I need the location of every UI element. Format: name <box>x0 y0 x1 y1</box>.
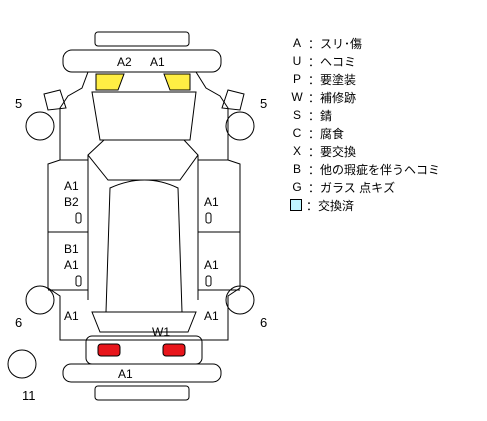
right-rear-door-handle <box>205 275 212 287</box>
legend-row-g: G ：ガラス 点キズ <box>290 178 486 196</box>
left-front-door-handle <box>75 212 82 224</box>
damage-code-legend: A：スリ･傷 U：ヘコミ P：要塗装 W：補修跡 S：錆 C：腐食 X：要交換 … <box>290 34 486 214</box>
legend-row-a: A ：スリ･傷 <box>290 34 486 52</box>
right-headlight <box>163 73 191 91</box>
left-rear-door-handle <box>75 275 82 287</box>
legend-text: 要塗装 <box>320 72 357 87</box>
legend-separator: ： <box>308 162 321 177</box>
car-body-diagram: 5 5 6 6 11 A2 A1 A1 B2 B1 A1 A1 A1 A1 A1… <box>7 31 267 403</box>
front-bumper <box>62 49 222 73</box>
legend-separator: ： <box>308 54 321 69</box>
legend-separator: ： <box>308 126 321 141</box>
legend-row-b: B ：他の瑕疵を伴うヘコミ <box>290 160 486 178</box>
legend-text: 補修跡 <box>320 90 357 105</box>
label-right-quarter: A1 <box>204 309 219 323</box>
legend-row-s: S ：錆 <box>290 106 486 124</box>
side-number-spare: 11 <box>22 388 36 403</box>
legend-row-w: W ：補修跡 <box>290 88 486 106</box>
label-left-rear-door-1: B1 <box>64 242 79 256</box>
legend-text: 腐食 <box>320 126 345 141</box>
left-rear-wheel <box>25 285 55 315</box>
legend-code: W <box>291 90 303 104</box>
legend-text: 交換済 <box>318 198 355 213</box>
legend-separator: ： <box>308 108 321 123</box>
legend-code: U <box>292 54 302 68</box>
legend-code: P <box>292 72 301 86</box>
spare-tire <box>7 349 37 379</box>
right-taillight <box>162 343 186 357</box>
legend-row-u: U ：ヘコミ <box>290 52 486 70</box>
legend-code: X <box>292 144 301 158</box>
label-front-top-left: A2 <box>117 55 132 69</box>
label-left-quarter: A1 <box>64 309 79 323</box>
label-right-front-door: A1 <box>204 195 219 209</box>
legend-row-c: C ：腐食 <box>290 124 486 142</box>
right-front-wheel <box>225 111 255 141</box>
rear-bumper <box>62 363 222 383</box>
side-number-right-rear: 6 <box>260 315 267 330</box>
legend-code: C <box>292 126 302 140</box>
legend-code: B <box>292 162 301 176</box>
legend-text: ヘコミ <box>320 54 357 69</box>
legend-text: 錆 <box>320 108 333 123</box>
left-taillight <box>97 343 121 357</box>
front-bumper-top <box>94 31 190 47</box>
right-rear-wheel <box>225 285 255 315</box>
legend-separator: ： <box>308 36 321 51</box>
roof <box>105 179 183 313</box>
car-body-outline <box>47 71 241 341</box>
side-number-right-front: 5 <box>260 96 267 111</box>
legend-text: 他の瑕疵を伴うヘコミ <box>320 162 441 177</box>
legend-separator: ： <box>308 180 321 195</box>
legend-text: ガラス 点キズ <box>320 180 396 195</box>
left-mirror <box>43 89 67 111</box>
label-left-front-door-2: B2 <box>64 195 79 209</box>
label-right-rear-door: A1 <box>204 258 219 272</box>
label-left-rear-door-2: A1 <box>64 258 79 272</box>
side-number-left-rear: 6 <box>15 315 22 330</box>
legend-separator: ： <box>308 72 321 87</box>
legend-separator: ： <box>308 144 321 159</box>
legend-code: G <box>292 180 302 194</box>
label-rear-bumper: A1 <box>118 367 133 381</box>
legend-row-p: P ：要塗装 <box>290 70 486 88</box>
label-left-front-door-1: A1 <box>64 179 79 193</box>
legend-text: スリ･傷 <box>320 36 363 51</box>
right-mirror <box>221 89 245 111</box>
legend-code: A <box>292 36 301 50</box>
legend-separator: ： <box>306 198 319 213</box>
legend-row-swatch: ：交換済 <box>290 196 486 214</box>
legend-code: S <box>292 108 301 122</box>
replaced-swatch <box>290 199 302 211</box>
legend-text: 要交換 <box>320 144 357 159</box>
legend-separator: ： <box>308 90 321 105</box>
windshield <box>87 139 199 181</box>
hood <box>91 91 197 141</box>
rear-bumper-bottom <box>94 385 190 401</box>
side-number-left-front: 5 <box>15 96 22 111</box>
right-front-door-handle <box>205 212 212 224</box>
label-front-top-right: A1 <box>150 55 165 69</box>
legend-row-x: X ：要交換 <box>290 142 486 160</box>
left-headlight <box>95 73 125 91</box>
label-rear-center: W1 <box>152 325 170 339</box>
rear-window <box>91 311 197 333</box>
left-front-wheel <box>25 111 55 141</box>
